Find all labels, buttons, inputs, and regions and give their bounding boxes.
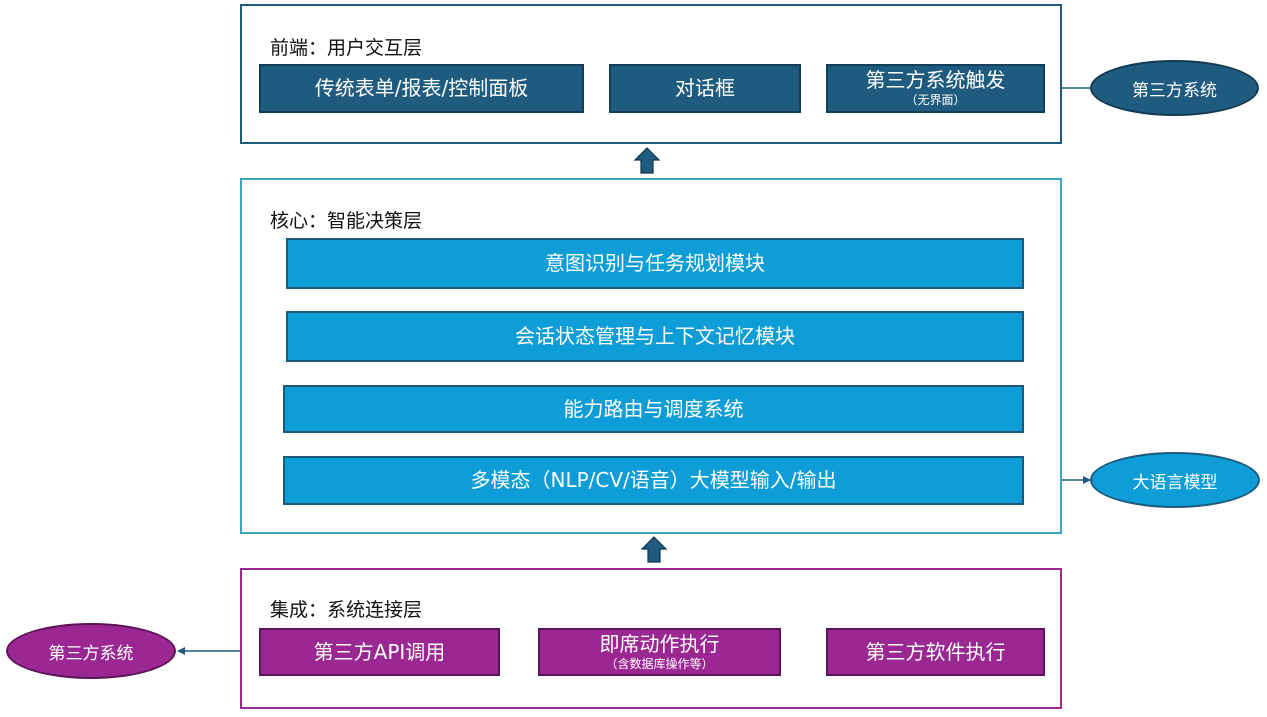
llm-ellipse-label: 大语言模型	[1132, 472, 1218, 493]
session-state-label: 会话状态管理与上下文记忆模块	[515, 324, 795, 348]
adhoc-action-sub: （含数据库操作等）	[605, 656, 714, 671]
core-layer-title: 核心：智能决策层	[270, 210, 423, 232]
integration-layer: 集成：系统连接层 第三方API调用 即席动作执行 （含数据库操作等） 第三方软件…	[240, 568, 1062, 709]
dialog-label: 对话框	[675, 76, 735, 100]
external-system-top-label: 第三方系统	[1132, 80, 1217, 101]
session-state-module: 会话状态管理与上下文记忆模块	[286, 311, 1024, 362]
third-party-trigger-sub: （无界面）	[905, 93, 966, 108]
up-arrow-core-to-frontend	[633, 147, 661, 174]
capability-routing-label: 能力路由与调度系统	[563, 396, 744, 421]
third-party-trigger-box: 第三方系统触发 （无界面）	[826, 64, 1045, 113]
up-arrow-integration-to-core	[640, 536, 668, 563]
third-party-api-box: 第三方API调用	[259, 628, 500, 676]
multimodal-io-label: 多模态（NLP/CV/语音）大模型输入/输出	[470, 468, 837, 492]
intent-recognition-label: 意图识别与任务规划模块	[545, 251, 765, 275]
external-system-bottom-label: 第三方系统	[48, 643, 134, 664]
llm-ellipse: 大语言模型	[1090, 452, 1260, 508]
traditional-forms-box: 传统表单/报表/控制面板	[259, 64, 584, 113]
adhoc-action-box: 即席动作执行 （含数据库操作等）	[538, 628, 781, 676]
external-system-top: 第三方系统	[1090, 60, 1259, 116]
capability-routing-module: 能力路由与调度系统	[283, 385, 1024, 433]
third-party-api-label: 第三方API调用	[313, 639, 446, 664]
core-layer: 核心：智能决策层 意图识别与任务规划模块 会话状态管理与上下文记忆模块 能力路由…	[240, 178, 1062, 534]
third-party-trigger-label: 第三方系统触发	[865, 68, 1006, 93]
traditional-forms-label: 传统表单/报表/控制面板	[314, 76, 529, 100]
external-system-bottom: 第三方系统	[6, 623, 176, 679]
multimodal-io-module: 多模态（NLP/CV/语音）大模型输入/输出	[283, 456, 1024, 505]
frontend-layer-title: 前端：用户交互层	[270, 37, 423, 59]
adhoc-action-label: 即席动作执行	[599, 631, 720, 656]
third-party-software-label: 第三方软件执行	[865, 639, 1006, 664]
dialog-box: 对话框	[609, 64, 801, 113]
frontend-layer: 前端：用户交互层 传统表单/报表/控制面板 对话框 第三方系统触发 （无界面）	[240, 4, 1062, 144]
integration-layer-title: 集成：系统连接层	[270, 599, 423, 621]
third-party-software-box: 第三方软件执行	[826, 628, 1045, 676]
intent-recognition-module: 意图识别与任务规划模块	[286, 238, 1024, 289]
